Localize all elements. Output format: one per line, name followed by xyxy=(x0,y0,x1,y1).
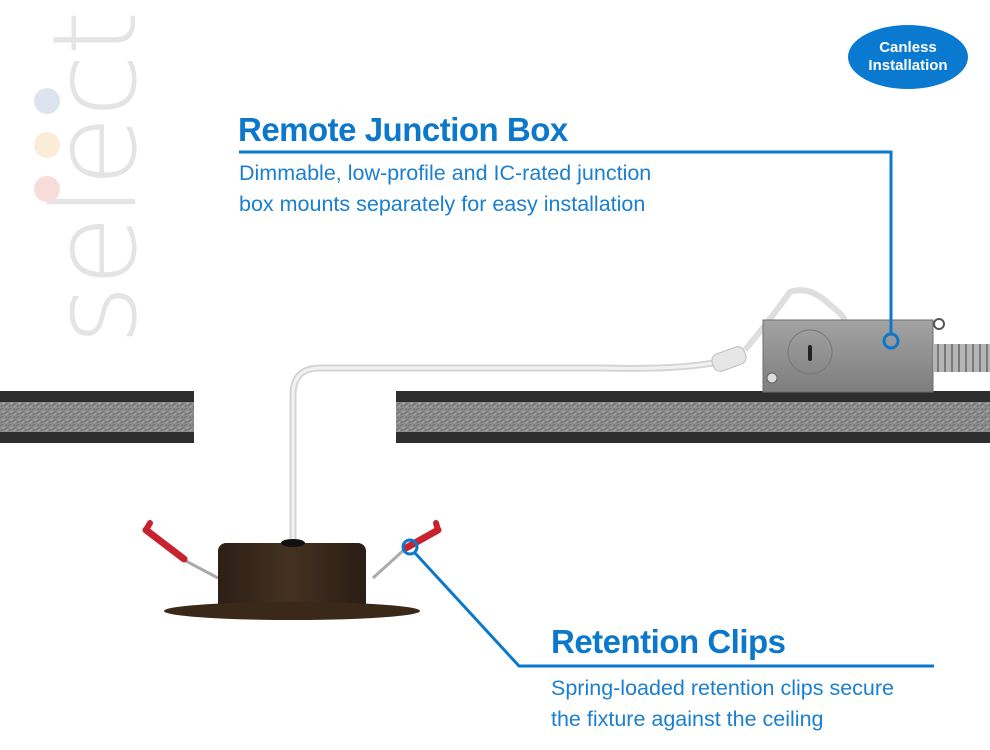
recessed-fixture xyxy=(142,520,442,620)
retention-clips-description: Spring-loaded retention clips secure the… xyxy=(551,673,894,735)
flex-conduit xyxy=(933,344,990,372)
retention-clip-left xyxy=(142,526,188,563)
ceiling-section-right xyxy=(396,391,990,443)
junction-box-description: Dimmable, low-profile and IC-rated junct… xyxy=(239,158,651,220)
cable-connector xyxy=(711,346,747,372)
retention-clips-description-line-1: Spring-loaded retention clips secure xyxy=(551,676,895,700)
brand-dot-red xyxy=(34,176,60,202)
brand-dot-blue xyxy=(34,88,60,114)
junction-box-title: Remote Junction Box xyxy=(238,111,568,148)
callout-leader-junction-box xyxy=(239,150,900,350)
retention-clips-description-line-2: the fixture against the ceiling xyxy=(551,707,824,731)
badge-line-2: Installation xyxy=(868,57,948,74)
retention-clips-title: Retention Clips xyxy=(551,623,786,660)
connection-cable xyxy=(289,358,722,544)
junction-box-description-line-2: box mounts separately for easy installat… xyxy=(239,192,646,216)
canless-installation-badge: Canless Installation xyxy=(848,25,968,89)
badge-line-1: Canless xyxy=(879,39,937,56)
junction-box xyxy=(762,318,990,393)
ceiling-section-left xyxy=(0,391,194,443)
retention-clip-right xyxy=(402,526,442,552)
junction-box-description-line-1: Dimmable, low-profile and IC-rated junct… xyxy=(239,161,652,185)
callout-leader-retention-clips xyxy=(401,538,934,668)
brand-dot-yellow xyxy=(34,132,60,158)
